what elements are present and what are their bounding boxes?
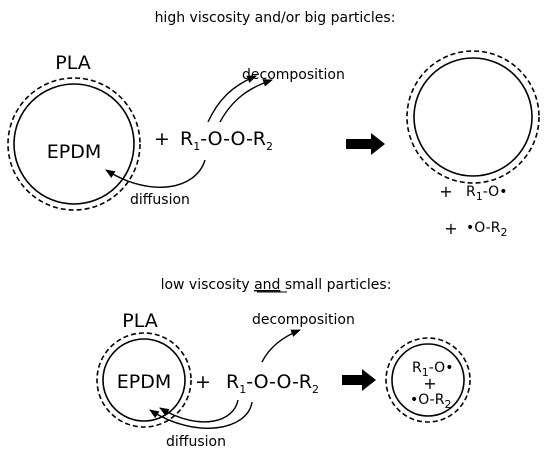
top-diffusion-label: diffusion: [130, 192, 190, 208]
bottom-product-matrix-boundary: [385, 337, 471, 423]
top-product1-radical: R1-O•: [466, 184, 507, 203]
top-product2-plus: +: [444, 219, 457, 238]
top-product1-plus: +: [439, 182, 452, 201]
top-pla-label: PLA: [55, 52, 90, 74]
top-peroxide-formula: R1-O-O-R2: [180, 128, 273, 153]
top-diffusion-arrow: [105, 159, 206, 188]
top-pla-matrix-boundary: [7, 77, 141, 211]
bottom-pla-label: PLA: [122, 310, 157, 332]
bottom-diffusion-arrow-2: [149, 401, 253, 429]
bottom-reaction-arrow: [342, 369, 376, 391]
bottom-diffusion-label: diffusion: [166, 434, 226, 450]
top-epdm-label: EPDM: [47, 141, 102, 163]
bottom-inner-radical-2: •O-R2: [410, 392, 451, 411]
bottom-epdm-particle: [102, 338, 186, 422]
top-heading: high viscosity and/or big particles:: [155, 10, 396, 26]
bottom-inner-radical-1: R1-O•: [412, 360, 453, 379]
bottom-decomposition-label: decomposition: [252, 312, 355, 328]
top-decomposition-label: decomposition: [242, 67, 345, 83]
top-epdm-particle: [13, 83, 135, 205]
top-plus-sign: +: [154, 128, 170, 150]
top-decomposition-arrow-1: [207, 75, 257, 123]
bottom-pla-matrix-boundary: [96, 332, 192, 428]
bottom-inner-plus: +: [423, 374, 436, 393]
bottom-heading: low viscosity and small particles:: [161, 277, 392, 293]
top-product2-radical: •O-R2: [466, 220, 507, 239]
bottom-epdm-label: EPDM: [117, 371, 172, 393]
bottom-diffusion-arrow-1: [159, 399, 239, 423]
bottom-product-particle: [391, 343, 465, 417]
top-product-particle: [413, 57, 533, 177]
bottom-plus-sign: +: [195, 371, 211, 393]
bottom-decomposition-arrow: [261, 329, 301, 363]
top-reaction-arrow: [346, 133, 385, 155]
bottom-peroxide-formula: R1-O-O-R2: [226, 371, 319, 396]
bottom-heading-underlined: and: [254, 277, 280, 293]
top-decomposition-arrow-2: [219, 79, 273, 123]
top-product-matrix-boundary: [406, 50, 540, 184]
